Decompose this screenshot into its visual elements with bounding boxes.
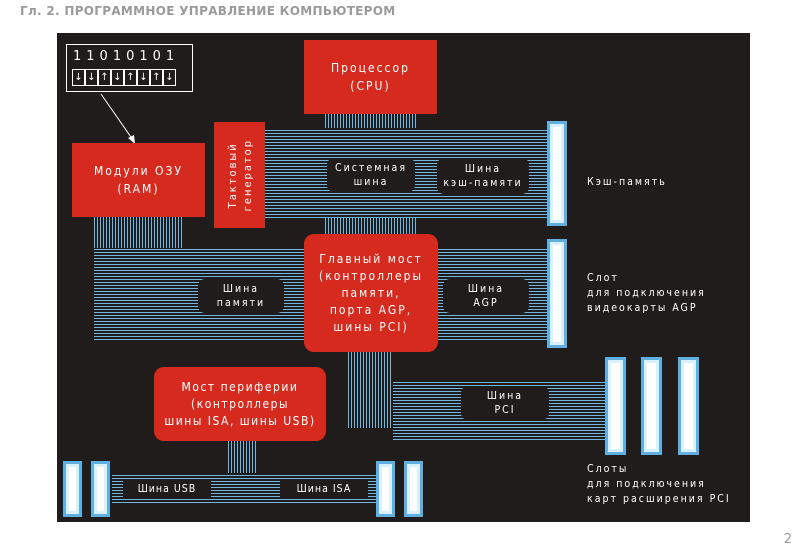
binary-word-box: 11010101 ↓ ↓ ↑ ↓ ↑ ↓ ↑ ↓ — [66, 44, 193, 92]
usb-slot-2 — [91, 461, 110, 517]
agp-slot — [547, 239, 567, 348]
chapter-header: Гл. 2. ПРОГРАММНОЕ УПРАВЛЕНИЕ КОМПЬЮТЕРО… — [20, 4, 396, 18]
page-number: 2 — [783, 532, 792, 547]
usb-slot-1 — [63, 461, 82, 517]
clock-generator-label: Тактовый генератор — [225, 138, 254, 212]
isa-slot-2 — [404, 461, 423, 517]
south-bridge-block: Мост периферии (контроллеры шины ISA, ши… — [154, 367, 326, 441]
binary-digits: 11010101 — [73, 49, 180, 64]
pointer-arrow-icon — [100, 93, 135, 144]
bit-arrow-icon: ↑ — [98, 69, 111, 86]
pci-slot-2 — [641, 357, 662, 455]
agp-bus-label: Шина AGP — [443, 279, 529, 313]
bit-arrow-icon: ↓ — [163, 69, 176, 86]
bit-arrow-icon: ↓ — [85, 69, 98, 86]
bit-arrow-icon: ↑ — [150, 69, 163, 86]
agp-slot-label: Слот для подключения видеокарты AGP — [587, 272, 706, 314]
cache-bus-label: Шина кэш-памяти — [437, 158, 529, 194]
pci-slot-3 — [678, 357, 699, 455]
ram-block: Модули ОЗУ (RAM) — [72, 143, 205, 217]
memory-bus-label: Шина памяти — [198, 279, 284, 313]
pci-slot-1 — [605, 357, 626, 455]
clock-generator-block: Тактовый генератор — [214, 122, 265, 228]
pci-slots-label: Слоты для подключения карт расширения PC… — [587, 463, 731, 505]
cache-memory-slot — [547, 121, 567, 226]
pci-bus-label: Шина PCI — [461, 386, 549, 420]
binary-arrows: ↓ ↓ ↑ ↓ ↑ ↓ ↑ ↓ — [72, 69, 176, 86]
cache-memory-label: Кэш-память — [587, 176, 667, 188]
peripheral-link-lines — [228, 440, 258, 474]
cpu-block: Процессор (CPU) — [304, 40, 437, 114]
bridge-link-lines — [348, 352, 393, 428]
bit-arrow-icon: ↓ — [72, 69, 85, 86]
usb-bus-label: Шина USB — [123, 480, 211, 498]
bit-arrow-icon: ↓ — [111, 69, 124, 86]
isa-bus-label: Шина ISA — [280, 480, 368, 498]
bit-arrow-icon: ↑ — [124, 69, 137, 86]
system-bus-label: Системная шина — [327, 158, 415, 192]
bit-arrow-icon: ↓ — [137, 69, 150, 86]
north-bridge-block: Главный мост (контроллеры памяти, порта … — [304, 234, 438, 352]
isa-slot-1 — [376, 461, 395, 517]
